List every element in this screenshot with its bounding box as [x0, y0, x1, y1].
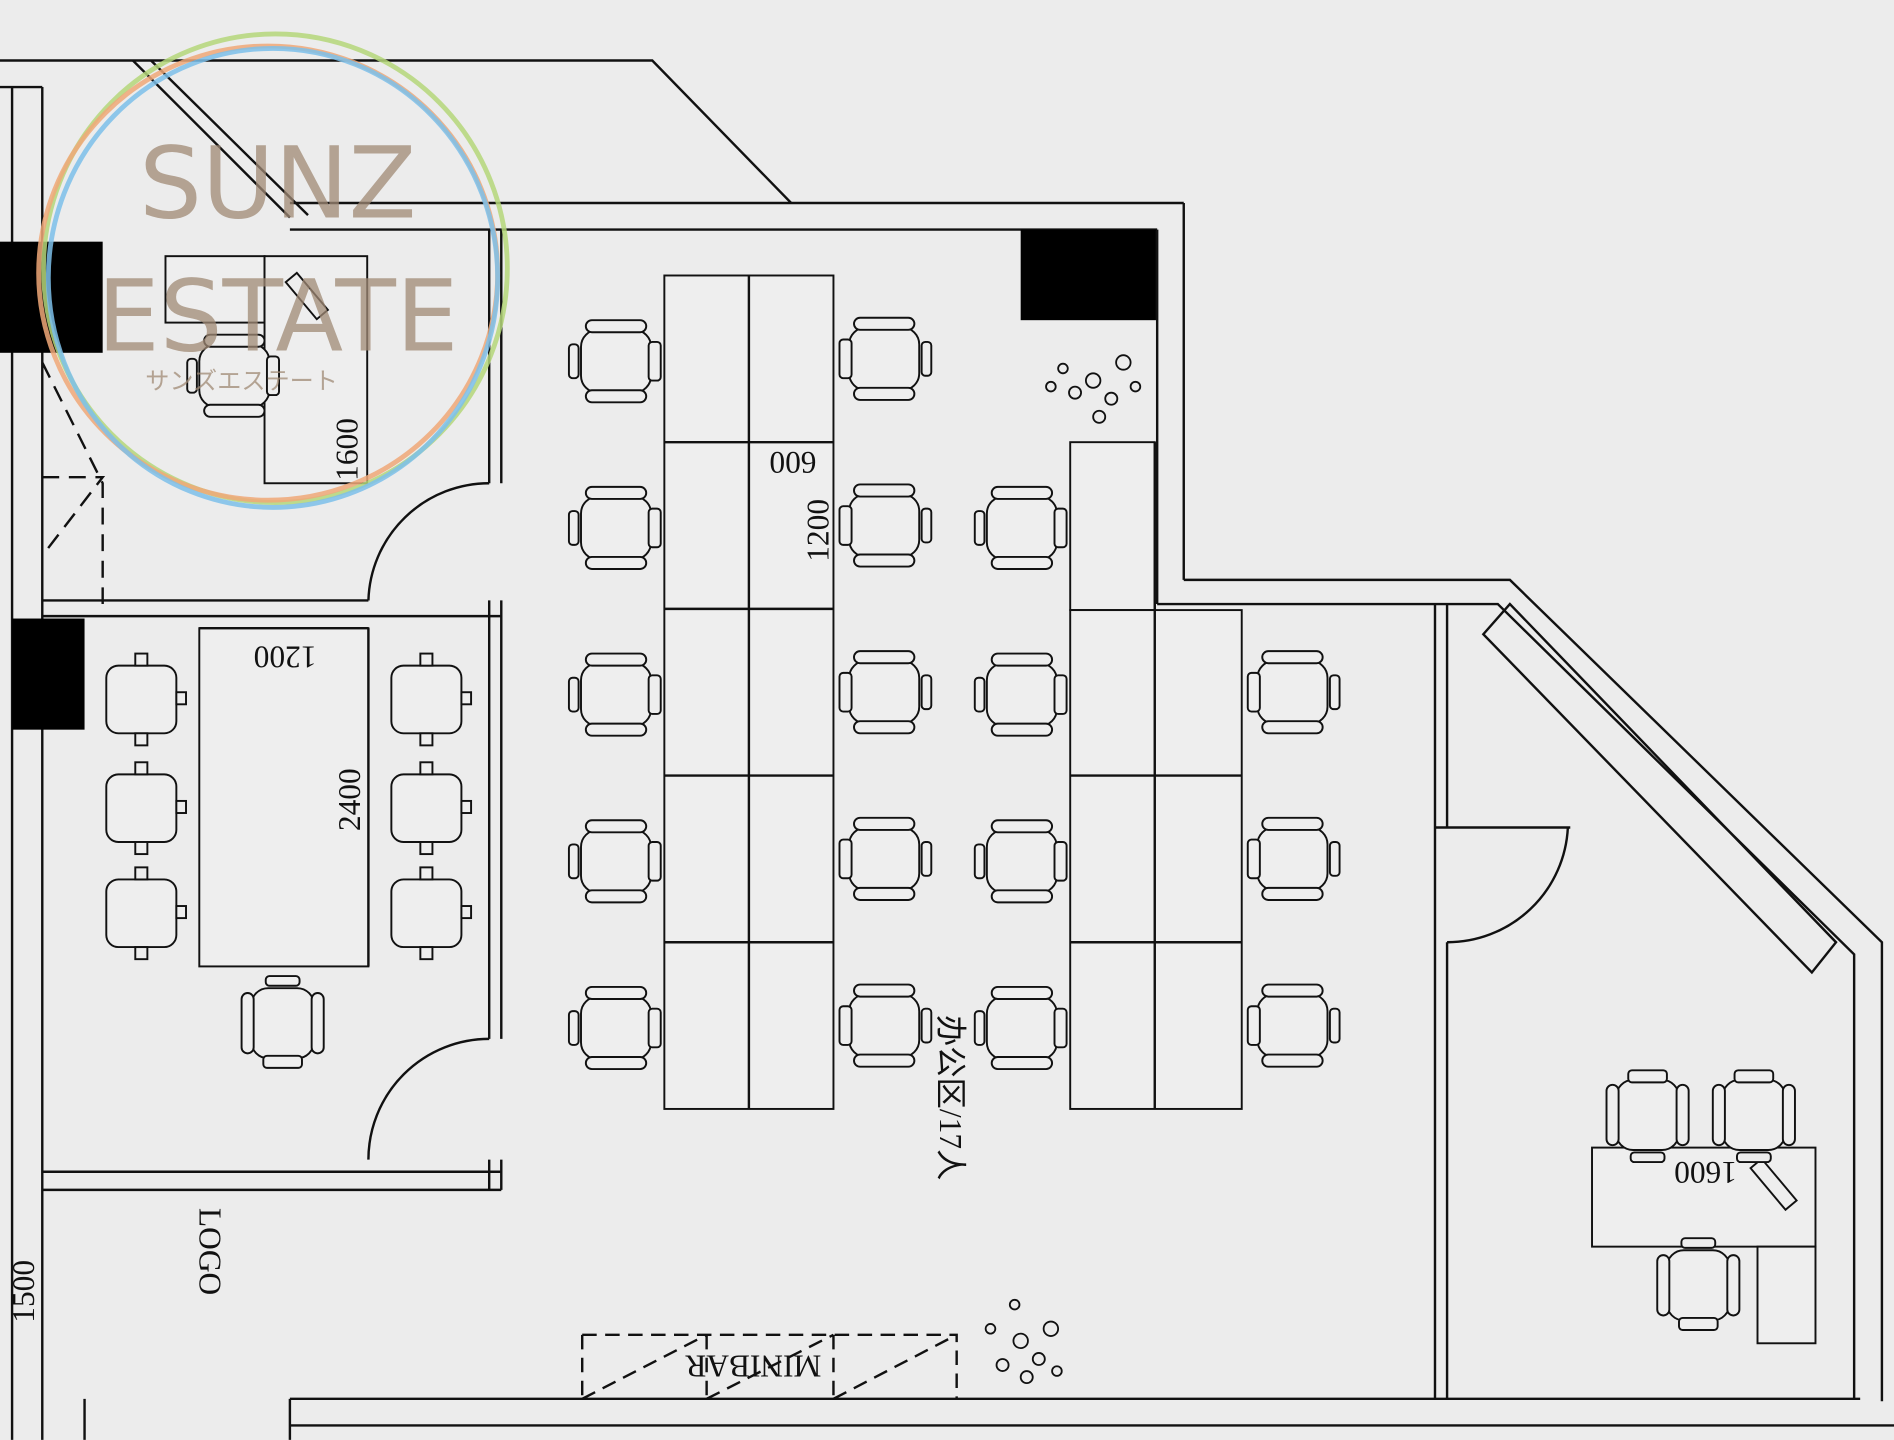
meeting-room: 1200 2400 [105, 626, 473, 1069]
workstations: 600 1200 办公区/17人 [567, 274, 1341, 1181]
watermark-sunz: SUNZ [139, 127, 416, 242]
ceo-desk-dimension: 1600 [330, 418, 365, 481]
logo-label: LOGO [192, 1208, 227, 1295]
office-area-label: 办公区/17人 [933, 1015, 968, 1181]
workstation-depth: 600 [769, 445, 816, 480]
watermark: SUNZ ESTATE サンズエステート [36, 31, 510, 510]
plants [984, 354, 1142, 1385]
watermark-estate: ESTATE [97, 259, 458, 374]
watermark-katakana: サンズエステート [145, 367, 338, 395]
manager-desk-dimension: 1600 [1674, 1155, 1737, 1190]
entrance-dimension: 1500 [6, 1260, 41, 1323]
minibar: MINIBAR [581, 1333, 958, 1400]
meeting-table-length: 2400 [332, 768, 367, 831]
ceo-office: 1600 [164, 255, 369, 485]
minibar-label: MINIBAR [685, 1348, 821, 1383]
meeting-table-width: 1200 [254, 639, 317, 674]
manager-office: 1600 [1591, 1069, 1817, 1345]
workstation-width: 1200 [801, 499, 836, 562]
